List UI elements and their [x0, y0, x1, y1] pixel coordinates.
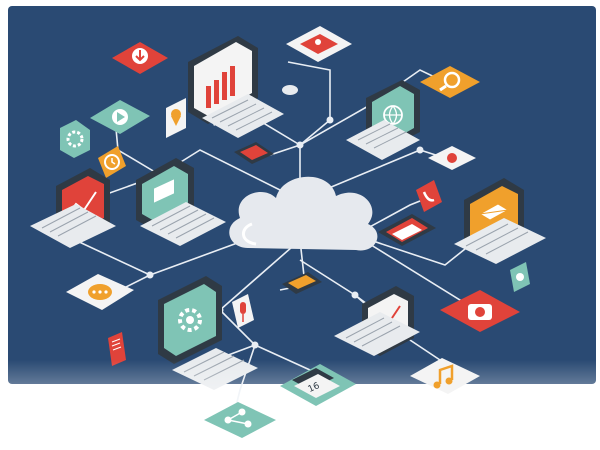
bottom-fade [0, 360, 600, 450]
